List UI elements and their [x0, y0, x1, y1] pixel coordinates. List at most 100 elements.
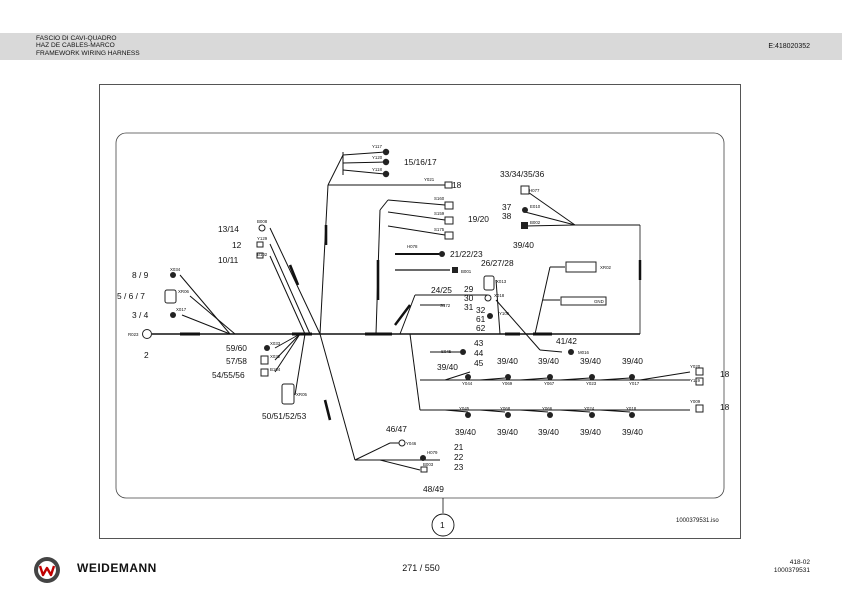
harness-boundary — [115, 132, 725, 499]
repeat-39-40: 39/40 — [538, 356, 559, 366]
page-number: 271 / 550 — [402, 563, 440, 573]
upper-trunk — [319, 151, 488, 335]
component-label: X017 — [176, 307, 187, 312]
doc-ref-line: 418-02 — [789, 559, 810, 566]
component-label: B001 — [461, 269, 472, 274]
component-label: Y018 — [626, 406, 637, 411]
component-label: H079 — [427, 450, 438, 455]
component-label: Y044 — [462, 381, 473, 386]
callout-label: 38 — [502, 211, 512, 221]
component-label: B102 — [257, 252, 268, 257]
callout-label: 26/27/28 — [481, 258, 514, 268]
callout-label: 29 — [464, 284, 474, 294]
component-label: H077 — [529, 188, 540, 193]
component-label: X013 — [496, 279, 507, 284]
component-label: X032 — [270, 354, 281, 359]
callout-label: 30 — [464, 293, 474, 303]
component-label: S160 — [434, 196, 445, 201]
component-label: S045 — [441, 349, 452, 354]
callout-label: 19/20 — [468, 214, 489, 224]
component-label: XR06 — [178, 289, 190, 294]
repeat-39-40: 39/40 — [455, 427, 476, 437]
repeat-39-40: 39/40 — [622, 356, 643, 366]
document-reference: 418-02 1000379531 — [774, 559, 810, 574]
component-label: Y106 — [499, 311, 510, 316]
component-label: S172 — [440, 303, 451, 308]
title-spanish: HAZ DE CABLES-MARCO — [36, 42, 115, 50]
component-label: Y023 — [586, 381, 597, 386]
callout-label: 33/34/35/36 — [500, 169, 545, 179]
callout-label: 39/40 — [437, 362, 458, 372]
component-label: M016 — [578, 350, 590, 355]
callout-label: 44 — [474, 348, 484, 358]
callout-label: 24/25 — [431, 285, 452, 295]
component-label: B008 — [257, 219, 268, 224]
left-branches — [179, 227, 440, 471]
component-label: B003 — [423, 462, 434, 467]
callout-label: 45 — [474, 358, 484, 368]
component-label: S159 — [434, 211, 445, 216]
component-label: E010 — [530, 204, 541, 209]
lower-branches — [409, 333, 691, 413]
repeat-39-40: 39/40 — [580, 427, 601, 437]
connector-symbols — [142, 148, 704, 473]
callout-label: 57/58 — [226, 356, 247, 366]
component-label: GND — [594, 299, 604, 304]
callout-label: 37 — [502, 202, 512, 212]
doc-ref-line: 1000379531 — [773, 566, 810, 574]
callout-label: 32 — [476, 305, 486, 315]
component-label: Y117 — [372, 144, 382, 149]
callout-label: 5 / 6 / 7 — [117, 291, 145, 301]
component-label: Y066 — [542, 406, 553, 411]
component-label: Y068 — [500, 406, 511, 411]
callout-label: 61 — [476, 314, 486, 324]
component-label: Y119 — [690, 378, 700, 383]
page-header: FASCIO DI CAVI-QUADRO HAZ DE CABLES-MARC… — [0, 33, 842, 60]
component-label: Y067 — [544, 381, 555, 386]
callout-label: 2 — [144, 350, 149, 360]
document-id: E:418020352 — [768, 43, 810, 50]
component-label: Y046 — [406, 441, 417, 446]
component-label: XR05 — [296, 392, 308, 397]
callout-label: 12 — [232, 240, 242, 250]
callout-label: 8 / 9 — [132, 270, 149, 280]
component-label: B002 — [530, 220, 541, 225]
repeat-39-40: 39/40 — [580, 356, 601, 366]
title-italian: FASCIO DI CAVI-QUADRO — [36, 35, 117, 42]
component-label: Y129 — [257, 236, 268, 241]
right-upper-branches — [495, 189, 640, 353]
component-label: Y009 — [690, 399, 701, 404]
drawing-frame — [99, 84, 741, 539]
repeat-39-40: 39/40 — [497, 427, 518, 437]
component-label: X033 — [270, 341, 281, 346]
repeat-18: 18 — [720, 402, 730, 412]
callout-label: 43 — [474, 338, 484, 348]
callout-label: 48/49 — [423, 484, 444, 494]
callout-label: 18 — [452, 180, 462, 190]
component-label: X018 — [494, 293, 505, 298]
repeat-18: 18 — [720, 369, 730, 379]
header-titles: FASCIO DI CAVI-QUADRO HAZ DE CABLES-MARC… — [36, 35, 140, 57]
callout-label: 54/55/56 — [212, 370, 245, 380]
component-label: H078 — [407, 244, 418, 249]
repeat-39-40: 39/40 — [622, 427, 643, 437]
callout-label: 41/42 — [556, 336, 577, 346]
component-label: XR02 — [600, 265, 612, 270]
callout-label: 39/40 — [513, 240, 534, 250]
callout-label: 59/60 — [226, 343, 247, 353]
weidemann-logo-icon — [34, 557, 60, 583]
iso-reference: 1000379531.iso — [676, 518, 719, 524]
component-label: Y045 — [459, 406, 470, 411]
callout-number: 1 — [440, 520, 445, 530]
repeat-labels: 39/40 39/40 39/40 39/40 39/40 39/40 39/4… — [455, 356, 730, 437]
callout-label: 46/47 — [386, 424, 407, 434]
component-label: B104 — [270, 367, 281, 372]
main-trunk — [152, 225, 642, 336]
component-label: Y120 — [372, 155, 383, 160]
repeat-39-40: 39/40 — [538, 427, 559, 437]
component-label: X034 — [170, 267, 181, 272]
callout-label: 21/22/23 — [450, 249, 483, 259]
callout-label: 22 — [454, 452, 464, 462]
component-label: Y021 — [424, 177, 435, 182]
component-labels: Y117 Y120 Y118 Y021 S160 S159 S175 H078 … — [128, 144, 701, 467]
